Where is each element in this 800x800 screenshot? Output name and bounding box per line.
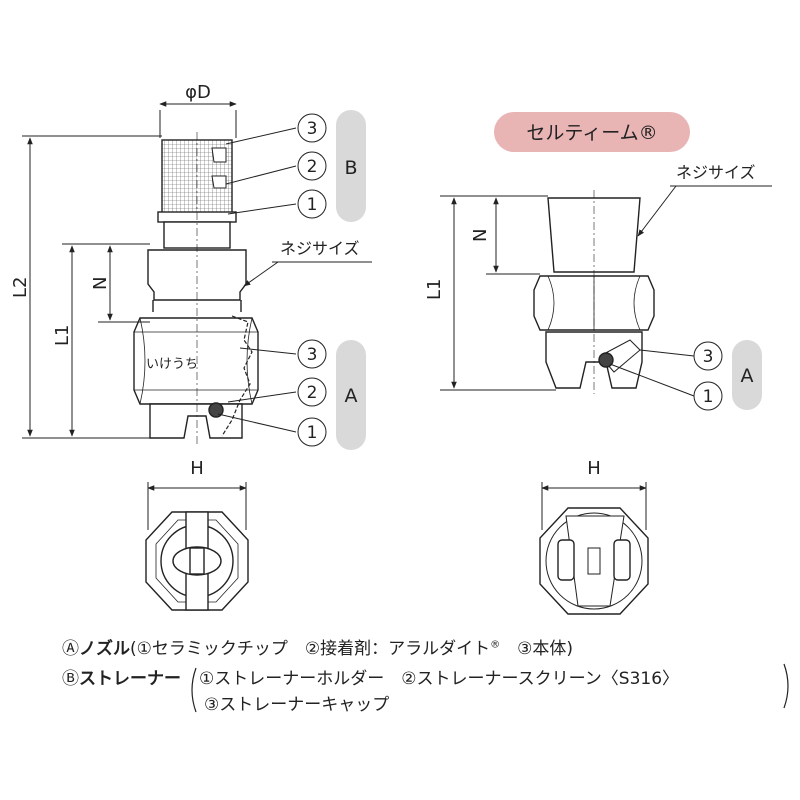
right-thread-size-label: ネジサイズ	[676, 163, 756, 182]
legend-mark-B: Ⓑ	[62, 669, 79, 689]
legend-mark-A: Ⓐ	[62, 639, 79, 659]
thread-section	[147, 249, 247, 301]
right-ceramic-chip	[598, 352, 614, 368]
legend-text-strainer: ①ストレーナーホルダー ②ストレーナースクリーン〈S316〉	[199, 669, 680, 689]
celteam-badge-label: セルティーム®	[526, 122, 657, 144]
right-dim-L1-label: L1	[424, 279, 445, 300]
legend-text-nozzle: (①セラミックチップ ②接着剤：アラルダイト	[130, 639, 491, 659]
right-nozzle-side-view	[533, 190, 655, 394]
group-B-label: B	[344, 157, 357, 179]
callout-B-2: 2	[307, 157, 318, 177]
legend-text-strainer-cap: ③ストレーナーキャップ	[204, 695, 390, 715]
dim-phiD-label: φD	[185, 82, 211, 103]
right-group-A-pill	[732, 340, 762, 410]
right-dim-N-label: N	[470, 229, 491, 242]
left-nozzle-side-view	[133, 132, 259, 444]
right-group-A-label: A	[741, 365, 754, 387]
legend-title-nozzle: ノズル	[79, 639, 130, 659]
right-callout-A-3: 3	[703, 347, 714, 367]
right-dimensions	[440, 185, 772, 391]
callout-A-1: 1	[307, 423, 318, 443]
dim-L1-label: L1	[52, 325, 73, 346]
right-callout-A-1: 1	[703, 387, 714, 407]
dim-N-label: N	[90, 277, 111, 290]
left-dimensions	[22, 101, 372, 439]
dim-L2-label: L2	[10, 277, 31, 298]
celteam-badge	[494, 112, 690, 152]
brand-stamp: いけうち	[146, 357, 198, 372]
thread-size-label: ネジサイズ	[280, 239, 360, 258]
right-callouts-nozzle	[609, 340, 762, 411]
legend-title-strainer: ストレーナー	[79, 669, 181, 689]
legend-line-strainer-2: ③ストレーナーキャップ	[204, 690, 389, 715]
callout-B-3: 3	[307, 119, 318, 139]
callout-A-2: 2	[307, 383, 318, 403]
ceramic-chip	[208, 402, 224, 418]
legend-line-strainer: Ⓑストレーナー ①ストレーナーホルダー ②ストレーナースクリーン〈S316〉	[62, 664, 679, 689]
callout-B-1: 1	[307, 195, 318, 215]
right-nozzle-bottom-view	[539, 482, 649, 615]
group-A-label: A	[345, 385, 358, 407]
legend-close-bracket	[783, 663, 789, 709]
nozzle-tip	[149, 403, 243, 439]
legend-line-nozzle: Ⓐノズル(①セラミックチップ ②接着剤：アラルダイト® ③本体)	[62, 634, 573, 659]
callouts-nozzle	[217, 339, 366, 450]
left-nozzle-bottom-view	[145, 482, 249, 611]
callouts-strainer	[225, 110, 366, 222]
right-dim-H-label: H	[587, 458, 601, 479]
group-B-pill	[336, 110, 366, 222]
left-dim-H-label: H	[190, 458, 204, 479]
legend-open-bracket	[191, 667, 197, 713]
group-A-pill	[336, 340, 366, 450]
legend-text-nozzle-tail: ③本体)	[500, 639, 573, 659]
callout-A-3: 3	[307, 345, 318, 365]
legend-reg-mark: ®	[490, 639, 501, 651]
